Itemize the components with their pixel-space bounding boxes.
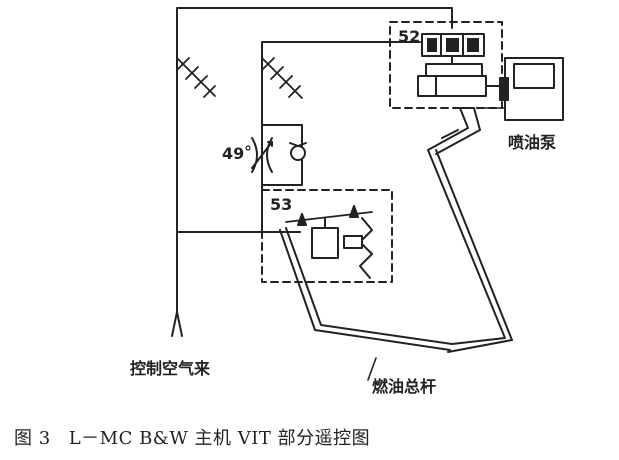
vit-remote-control-diagram: 52 53 49 喷油泵 控制空气来 燃油总杆 bbox=[130, 7, 564, 396]
valve-52-label: 52 bbox=[398, 27, 420, 46]
throttle-49-label: 49 bbox=[222, 144, 244, 163]
fuel-linkage-label: 燃油总杆 bbox=[372, 377, 436, 396]
injection-pump bbox=[499, 57, 564, 121]
valve-52-housing bbox=[389, 21, 503, 109]
valve-53-label: 53 bbox=[270, 195, 292, 214]
exhaust-hatch-right bbox=[261, 57, 303, 99]
figure-number: 图 3 bbox=[14, 428, 51, 449]
exhaust-hatch-left bbox=[176, 57, 216, 98]
air-inlet-arrow bbox=[171, 311, 183, 337]
throttle-49-degree-mark bbox=[245, 145, 251, 151]
throttle-check-valve bbox=[251, 124, 307, 186]
figure-caption: 图 3 L－MC B&W 主机 VIT 部分遥控图 bbox=[14, 424, 370, 450]
valve-52-symbol bbox=[421, 33, 485, 57]
control-air-label: 控制空气来 bbox=[130, 359, 211, 378]
valve-53-internals bbox=[285, 205, 373, 279]
figure-title: L－MC B&W 主机 VIT 部分遥控图 bbox=[68, 428, 371, 449]
linkage-label-leader bbox=[367, 357, 377, 381]
valve-52-actuator bbox=[417, 55, 507, 97]
valve-53-housing bbox=[261, 189, 393, 283]
injection-pump-label: 喷油泵 bbox=[508, 133, 556, 152]
fuel-linkage-rods bbox=[279, 107, 513, 353]
control-air-line bbox=[176, 7, 453, 313]
